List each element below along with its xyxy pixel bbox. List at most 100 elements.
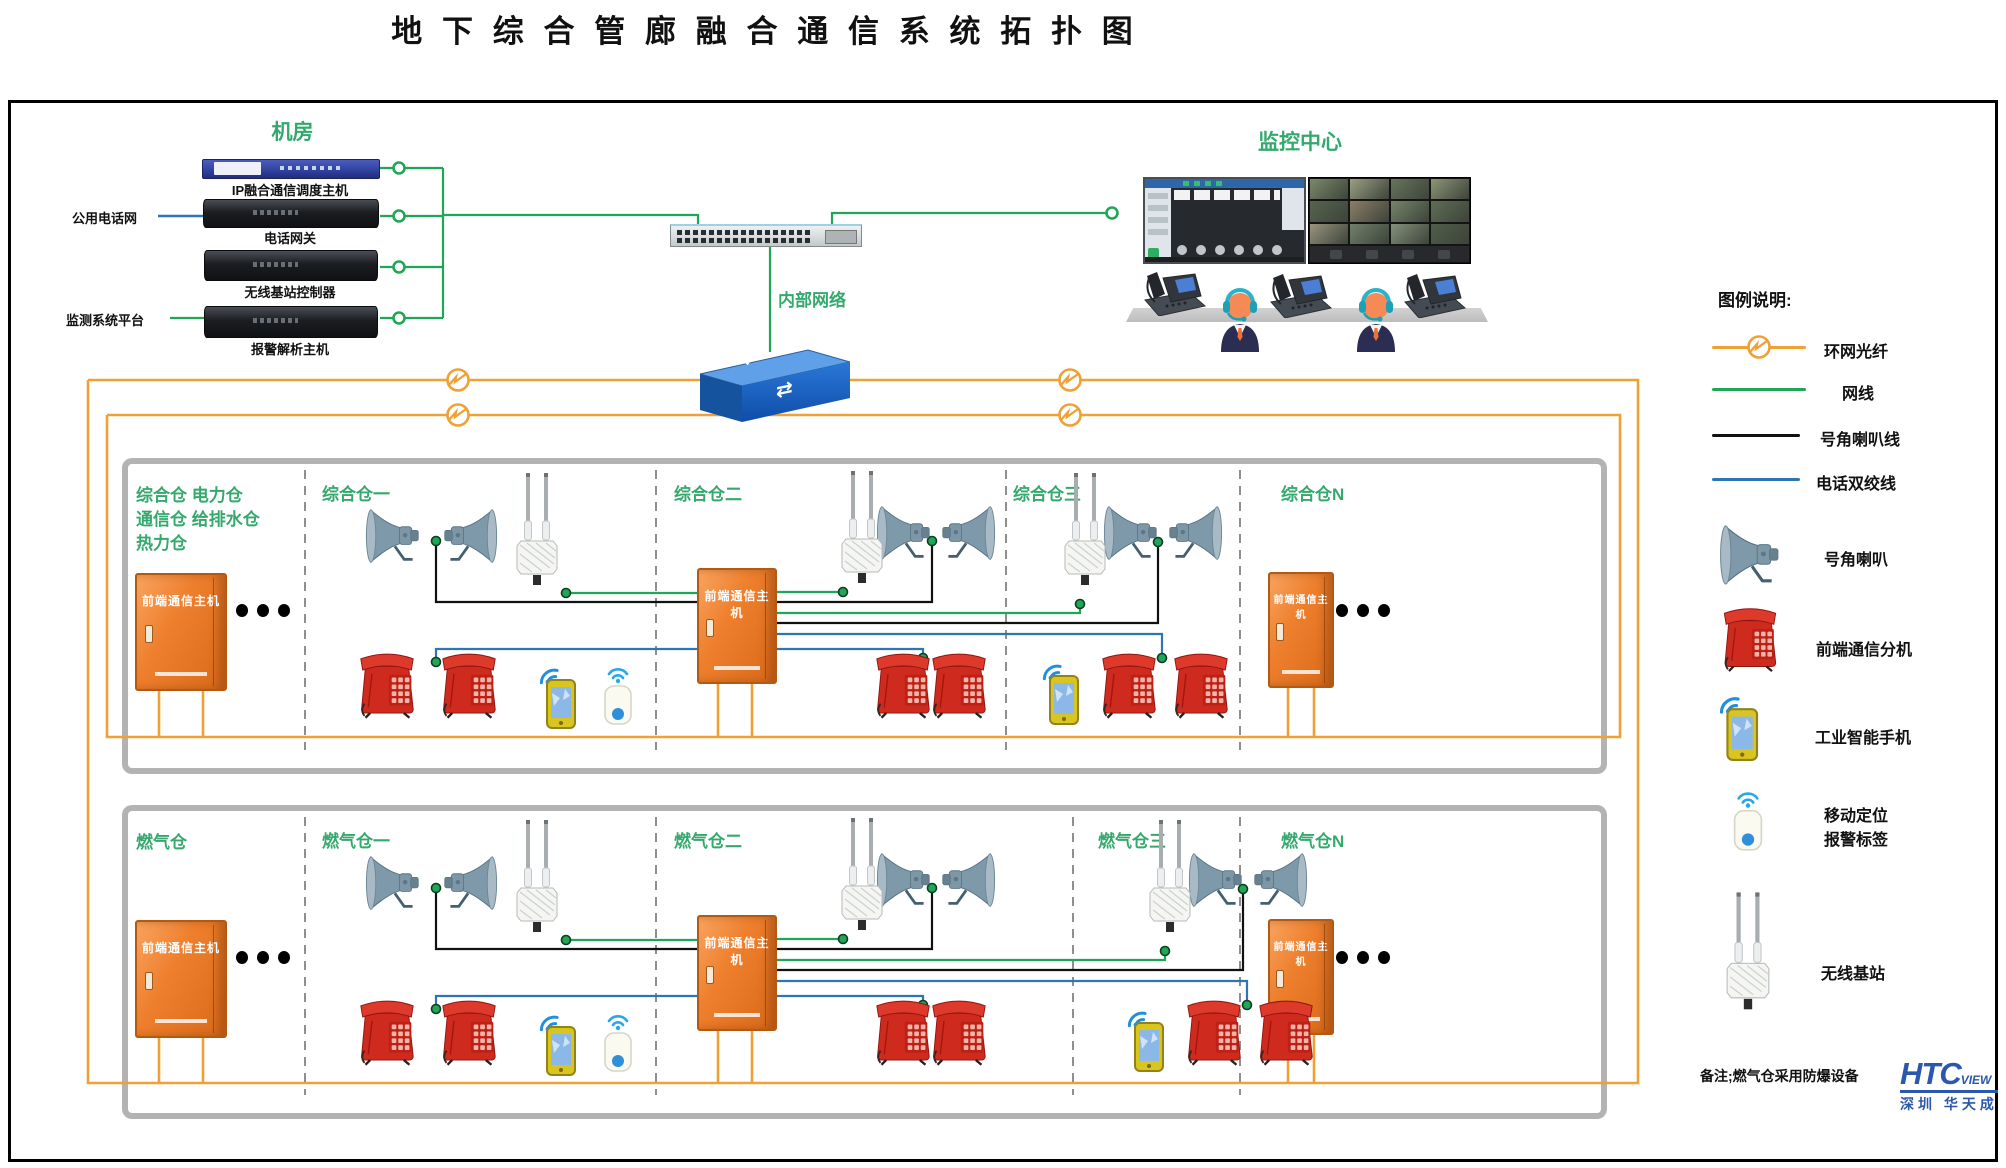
- front-end-host-cabinet: 前端通信主机: [697, 568, 777, 684]
- wireless-base-station-icon: [514, 820, 560, 938]
- cabinet-label: 前端通信主机: [1273, 594, 1329, 621]
- front-end-phone-icon: [1716, 606, 1784, 672]
- ellipsis-icon: [236, 602, 290, 618]
- logo-subtitle: 深圳 华天成: [1900, 1096, 1998, 1112]
- legend-speaker-label: 号角喇叭: [1824, 552, 1889, 569]
- horn-speaker-icon: [1718, 524, 1782, 588]
- explosionproof-phone-icon: [440, 650, 498, 720]
- front-end-host-cabinet: 前端通信主机: [697, 915, 777, 1031]
- legend-smartphone-label: 工业智能手机: [1815, 730, 1912, 747]
- operator-icon: [1352, 284, 1400, 352]
- machine-room-label: 机房: [271, 121, 314, 144]
- console-desk: [1126, 308, 1488, 322]
- explosionproof-phone-icon: [874, 650, 932, 720]
- alarm-parse-label: 报警解析主机: [250, 342, 329, 357]
- fiber-splice-icon: [445, 402, 471, 428]
- legend-horn-line: [1712, 434, 1800, 437]
- front-end-host-cabinet: 前端通信主机: [135, 920, 227, 1038]
- wireless-base-station-icon: [1724, 890, 1772, 1018]
- horn-speaker-icon: [1103, 505, 1159, 563]
- legend-horn-line-label: 号角喇叭线: [1820, 432, 1901, 449]
- legend-tag-label1: 移动定位: [1824, 808, 1889, 825]
- logo-main: HTC: [1900, 1056, 1962, 1091]
- svg-text:⇄: ⇄: [776, 377, 793, 402]
- wireless-controller-server: [204, 250, 378, 281]
- wireless-base-station-icon: [839, 471, 885, 589]
- horn-speaker-icon: [940, 852, 996, 910]
- page-title: 地 下 综 合 管 廊 融 合 通 信 系 统 拓 扑 图: [391, 14, 1139, 49]
- svg-text:⇄: ⇄: [742, 340, 762, 371]
- fiber-splice-icon: [1057, 402, 1083, 428]
- ip-dispatch-server-label: IP融合通信调度主机: [231, 183, 349, 198]
- industrial-smartphone-icon: [535, 660, 579, 730]
- explosionproof-phone-icon: [1100, 650, 1158, 720]
- fiber-splice-icon: [1057, 367, 1083, 393]
- fiber-splice-icon: [1746, 334, 1772, 360]
- monitoring-center-label: 监控中心: [1258, 131, 1342, 154]
- horn-speaker-icon: [365, 855, 421, 913]
- industrial-smartphone-icon: [1714, 688, 1762, 762]
- front-end-host-cabinet: 前端通信主机: [1268, 572, 1334, 688]
- desk-phone-icon: [1262, 266, 1334, 318]
- explosionproof-phone-icon: [1257, 997, 1315, 1067]
- wireless-base-station-icon: [839, 818, 885, 936]
- brand-logo: HTCVIEW 深圳 华天成: [1900, 1058, 1998, 1111]
- legend-bs-label: 无线基站: [1821, 966, 1886, 983]
- video-wall-screen: [1308, 177, 1471, 264]
- fiber-splice-icon: [445, 367, 471, 393]
- explosionproof-phone-icon: [358, 650, 416, 720]
- logo-underline: [1900, 1090, 1998, 1093]
- internal-network-label: 内部网络: [778, 291, 846, 310]
- cabinet-label: 前端通信主机: [704, 935, 770, 967]
- industrial-smartphone-icon: [1038, 656, 1082, 726]
- horn-speaker-icon: [940, 505, 996, 563]
- legend-fiber-label: 环网光纤: [1824, 344, 1889, 361]
- front-end-host-cabinet: 前端通信主机: [135, 573, 227, 691]
- legend-title: 图例说明:: [1718, 291, 1792, 310]
- positioning-tag-icon: [1730, 786, 1766, 856]
- ip-dispatch-server: [202, 159, 380, 179]
- aggregation-switch-3d: ⇄ ⇄: [690, 340, 854, 426]
- horn-speaker-icon: [365, 508, 421, 566]
- wireless-controller-label: 无线基站控制器: [244, 285, 336, 300]
- legend-tag-label2: 报警标签: [1824, 832, 1889, 849]
- cabinet-label: 前端通信主机: [141, 594, 220, 609]
- explosionproof-phone-icon: [874, 997, 932, 1067]
- diagram-frame: [8, 100, 1998, 1162]
- horn-speaker-icon: [1188, 852, 1244, 910]
- wireless-base-station-icon: [1147, 820, 1193, 938]
- ellipsis-icon: [1336, 949, 1390, 965]
- legend-phone-line: [1712, 478, 1800, 481]
- legend-phone-label: 前端通信分机: [1816, 642, 1913, 659]
- horn-speaker-icon: [1167, 505, 1223, 563]
- horn-speaker-icon: [442, 508, 498, 566]
- cabinet-label: 前端通信主机: [141, 941, 220, 956]
- horn-speaker-icon: [1252, 852, 1308, 910]
- ellipsis-icon: [1336, 602, 1390, 618]
- monitor-platform-label: 监测系统平台: [66, 313, 145, 328]
- positioning-tag-icon: [601, 662, 635, 730]
- phone-gateway-server: [203, 199, 379, 228]
- core-switch: [670, 224, 862, 247]
- industrial-smartphone-icon: [1123, 1003, 1167, 1073]
- phone-gateway-label: 电话网关: [263, 231, 316, 246]
- explosionproof-phone-icon: [930, 650, 988, 720]
- wireless-base-station-icon: [514, 473, 560, 591]
- desk-phone-icon: [1396, 266, 1468, 318]
- explosionproof-phone-icon: [1185, 997, 1243, 1067]
- desk-phone-icon: [1136, 264, 1208, 316]
- alarm-parse-server: [204, 306, 378, 338]
- explosionproof-phone-icon: [1172, 650, 1230, 720]
- pstn-label: 公用电话网: [72, 211, 138, 226]
- cabinet-label: 前端通信主机: [704, 588, 770, 620]
- positioning-tag-icon: [601, 1009, 635, 1077]
- note-text: 备注;燃气仓采用防爆设备: [1700, 1068, 1859, 1084]
- explosionproof-phone-icon: [440, 997, 498, 1067]
- legend-phone-line-label: 电话双绞线: [1816, 476, 1897, 493]
- logo-suffix: VIEW: [1960, 1073, 1992, 1087]
- explosionproof-phone-icon: [930, 997, 988, 1067]
- wireless-base-station-icon: [1062, 473, 1108, 591]
- legend-lan-label: 网线: [1842, 386, 1875, 403]
